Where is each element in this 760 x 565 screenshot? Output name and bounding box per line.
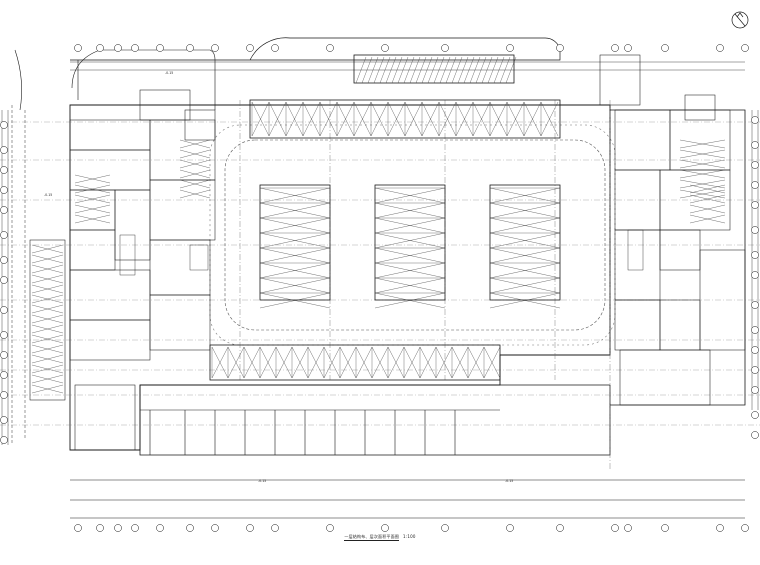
parking-loop (224, 139, 606, 331)
drawing-title: 一层结构布、层次面积平面图 (344, 534, 400, 541)
level-tags: -0.15 -0.15 -0.15 -0.15 (44, 71, 513, 483)
stairs (119, 229, 644, 276)
right-wing-outline (610, 109, 746, 406)
right-wing-rooms (599, 54, 746, 406)
level-tag-bottom-right: -0.15 (505, 479, 513, 483)
north-arrow (731, 11, 749, 29)
static-structure (0, 37, 760, 519)
left-edge-dash (11, 105, 26, 445)
south-units (139, 385, 500, 455)
level-tag-upper: -0.15 (165, 71, 173, 75)
level-tag-left: -0.15 (44, 193, 52, 197)
left-curve (14, 49, 22, 111)
parking-loop-outer (209, 124, 616, 346)
dimension-lines-top (70, 61, 745, 71)
level-tag-bottom-left: -0.15 (258, 479, 266, 483)
dimension-lines-bottom (70, 479, 745, 519)
dimension-lines-right (751, 110, 759, 410)
top-ramp (353, 54, 515, 84)
grid-axis-bubbles (0, 44, 759, 532)
left-wing-rooms (29, 89, 216, 451)
parking-hatches (31, 56, 726, 394)
main-building-outline (69, 104, 611, 451)
parking-blocks (209, 99, 561, 381)
outer-boundary (70, 37, 561, 61)
left-curve-boundary (71, 49, 216, 110)
south-wing-outline (139, 384, 611, 456)
grid-lines-horizontal (0, 121, 760, 426)
drawing-scale: 1:100 (403, 534, 416, 539)
